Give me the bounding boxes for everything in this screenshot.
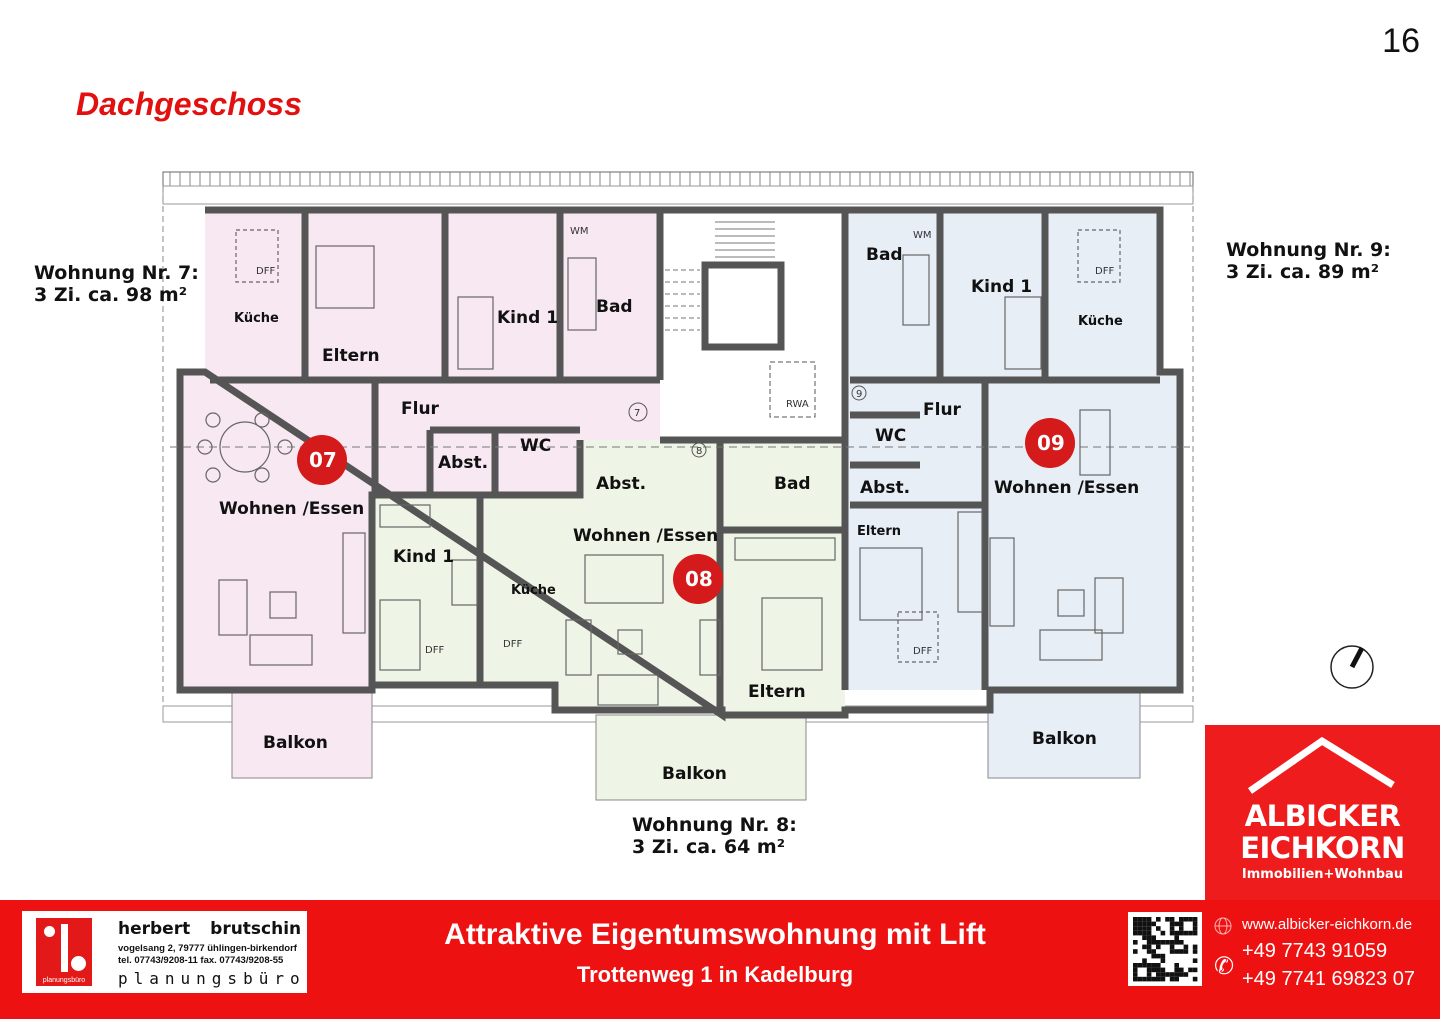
room-labels: Küche DFF Eltern Kind 1 Bad WM Flur Abst… [219,226,1139,784]
room-abst-09: Abst. [860,478,910,498]
footer: planungsbüro herbert brutschin vogelsang… [0,900,1440,1019]
room-kind1-07: Kind 1 [497,308,558,328]
door-number-8: 8 [696,446,702,457]
unit-07-size: 3 Zi. ca. 98 m² [34,284,188,306]
brand-name-line1: ALBICKER [1244,799,1401,833]
room-balkon-07: Balkon [263,733,328,753]
room-flur-09: Flur [923,400,962,420]
svg-text:09: 09 [1037,431,1065,455]
planer-office: planungsbüro [118,969,306,988]
door-number-9: 9 [856,389,862,400]
room-wc-09: WC [875,426,906,446]
room-bad-09: Bad [866,245,903,265]
roof-logo-icon [1247,736,1400,803]
compass-icon [1330,645,1374,689]
room-wohnen-08: Wohnen /Essen [573,526,718,546]
room-bad-07: Bad [596,297,633,317]
unit-09-area[interactable] [845,210,1180,779]
unit-badge-09: 09 [1025,418,1075,468]
rwa-label: RWA [786,399,809,410]
room-eltern-09: Eltern [857,524,901,539]
svg-text:07: 07 [309,448,337,472]
dff-label: DFF [1095,266,1114,277]
room-kueche-08: Küche [511,583,556,598]
unit-07-area[interactable] [180,210,660,779]
dff-label: DFF [503,639,522,650]
door-number-7: 7 [634,408,640,419]
room-balkon-08: Balkon [662,764,727,784]
wm-label: WM [570,226,589,237]
unit-09-name: Wohnung Nr. 9: [1226,239,1391,261]
room-abst-08: Abst. [596,474,646,494]
website-link[interactable]: www.albicker-eichkorn.de [1242,916,1413,933]
brand-tagline: Immobilien+Wohnbau [1241,867,1404,882]
planer-logo: planungsbüro herbert brutschin vogelsang… [22,911,307,993]
dff-label: DFF [425,645,444,656]
furniture [197,229,1124,706]
room-kueche-09: Küche [1078,314,1123,329]
unit-08-label: Wohnung Nr. 8: 3 Zi. ca. 64 m² [632,814,797,858]
unit-08-name: Wohnung Nr. 8: [632,814,797,836]
room-bad-08: Bad [774,474,811,494]
globe-icon [1214,917,1232,935]
room-kueche-07: Küche [234,311,279,326]
unit-07-name: Wohnung Nr. 7: [34,262,199,284]
subline: Trottenweg 1 in Kadelburg [576,962,854,987]
qr-code[interactable] [1128,912,1202,986]
unit-09-label: Wohnung Nr. 9: 3 Zi. ca. 89 m² [1226,239,1391,283]
dff-label: DFF [913,646,932,657]
planer-name: herbert brutschin [118,919,302,939]
room-wohnen-07: Wohnen /Essen [219,499,364,519]
brand-logo: ALBICKER EICHKORN Immobilien+Wohnbau [1205,725,1440,901]
floor-plan: RWA Küche DFF Eltern Kind 1 Bad WM Flur … [162,171,1374,801]
brand-name-line2: EICHKORN [1240,831,1405,865]
roof-band [162,171,1194,723]
room-balkon-09: Balkon [1032,729,1097,749]
unit-07-label: Wohnung Nr. 7: 3 Zi. ca. 98 m² [34,262,199,306]
wm-label: WM [913,230,932,241]
unit-badge-08: 08 [673,554,723,604]
room-eltern-07: Eltern [322,346,380,366]
room-eltern-08: Eltern [748,682,806,702]
planer-phone-fax: tel. 07743/9208-11 fax. 07743/9208-55 [118,955,284,966]
room-flur-07: Flur [401,399,440,419]
room-kind1-09: Kind 1 [971,277,1032,297]
unit-badge-07: 07 [297,435,347,485]
planer-address: vogelsang 2, 79777 ühlingen-birkendorf [118,943,297,954]
room-wohnen-09: Wohnen /Essen [994,478,1139,498]
phone-1[interactable]: +49 7743 91059 [1242,940,1388,962]
room-wc-07: WC [520,436,551,456]
dff-label: DFF [256,266,275,277]
headline: Attraktive Eigentumswohnung mit Lift [444,918,986,951]
page-number: 16 [1382,22,1420,60]
unit-09-size: 3 Zi. ca. 89 m² [1226,261,1380,283]
phone-icon: ✆ [1214,953,1235,980]
planer-logo-text: planungsbüro [42,977,86,984]
phone-2[interactable]: +49 7741 69823 07 [1242,968,1415,990]
unit-08-area[interactable] [372,440,845,801]
rwa-hatch [769,361,816,418]
room-kind1-08: Kind 1 [393,547,454,567]
page-title: Dachgeschoss [76,86,302,122]
unit-08-size: 3 Zi. ca. 64 m² [632,836,786,858]
svg-text:08: 08 [685,567,713,591]
planer-logo-mark: planungsbüro [36,918,92,986]
room-abst-07: Abst. [438,453,488,473]
staircase [665,221,775,331]
